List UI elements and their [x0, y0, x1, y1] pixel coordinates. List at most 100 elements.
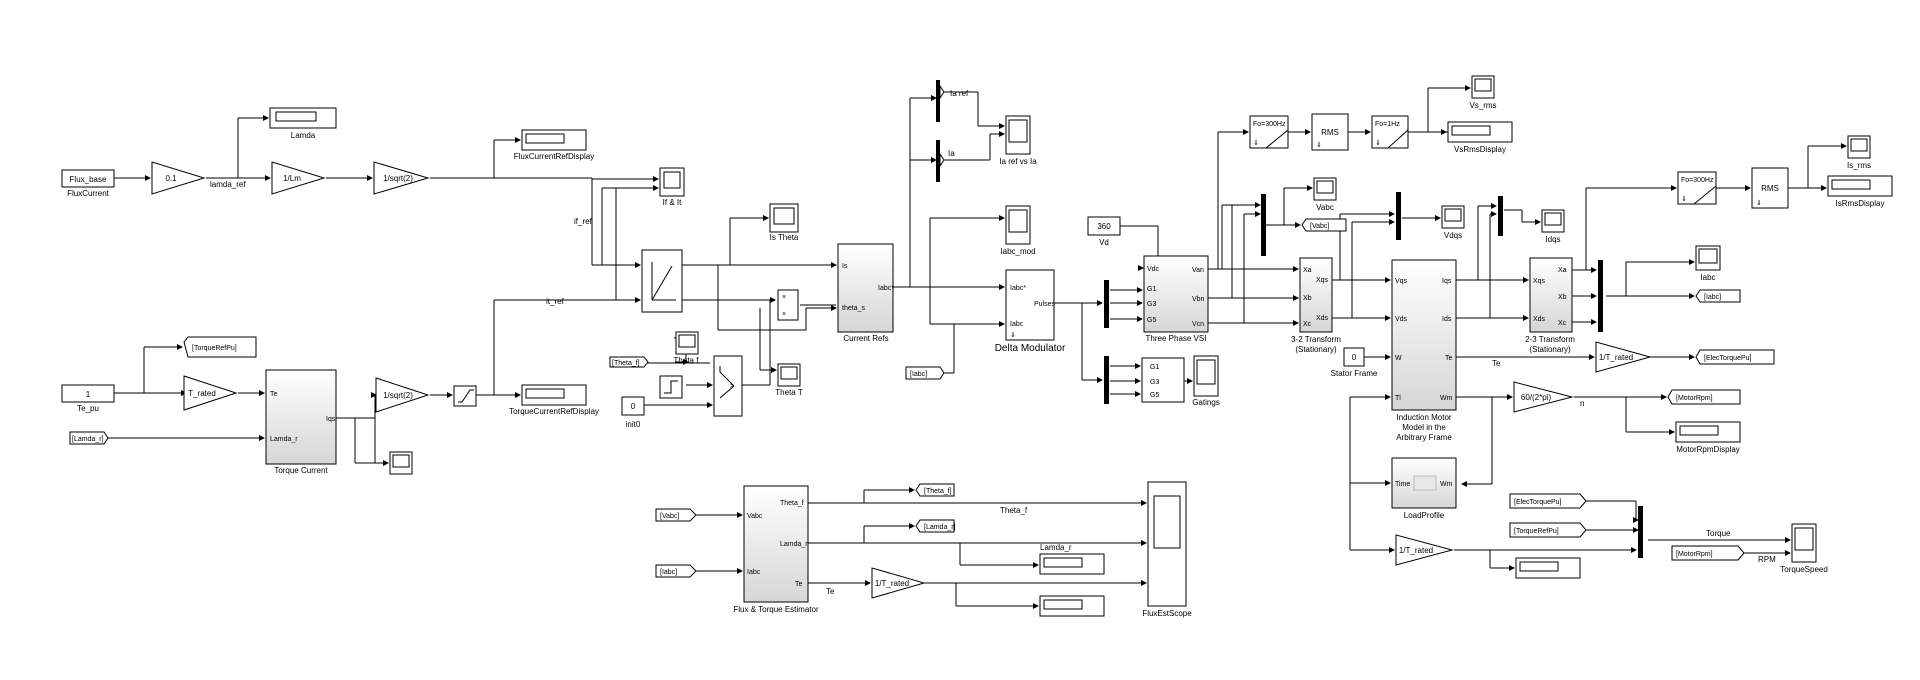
delta-modulator-block[interactable]: Iabc* Iabc Pulses ⇓: [1005, 269, 1056, 341]
transform-3-2-label-2: (Stationary): [1295, 345, 1337, 354]
ia-ref-signal-label: Ia ref: [950, 89, 969, 98]
torque-current-subsystem[interactable]: Te Lamda_r Iqs: [265, 369, 337, 465]
if-it-scope[interactable]: [659, 167, 685, 197]
lamda-r-from[interactable]: [Lamda_r]: [69, 431, 109, 445]
iabc-mod-scope[interactable]: [1005, 205, 1031, 245]
iabc-goto[interactable]: [Iabc]: [1695, 289, 1741, 303]
lamda-r-goto[interactable]: [Lamda_r]: [915, 519, 956, 533]
vabc-goto[interactable]: [Vabc]: [1301, 218, 1347, 232]
gain-1-t-rated-tl-value: 1/T_rated: [1399, 546, 1433, 555]
vs-rms-display[interactable]: [1447, 121, 1513, 143]
elec-torque-pu-goto[interactable]: [ElecTorquePu]: [1695, 349, 1775, 365]
rpm-signal-label: RPM: [1758, 555, 1776, 564]
te-pu-constant[interactable]: 1: [61, 384, 115, 403]
iabc-scope[interactable]: [1695, 245, 1721, 271]
elec-torque-pu-from[interactable]: [ElecTorquePu]: [1509, 493, 1587, 509]
torque-mux: [1638, 506, 1643, 558]
gain-1-sqrt2-torque[interactable]: 1/sqrt(2): [375, 377, 430, 413]
motor-rpm-display[interactable]: [1675, 421, 1741, 443]
torque-current-ref-display[interactable]: [521, 384, 587, 406]
theta-f-from[interactable]: [Theta_f]: [609, 356, 649, 368]
transform-3-2-subsystem[interactable]: Xa Xb Xc Xqs Xds: [1299, 257, 1333, 333]
est-lamda-r-port: Lamda_r: [780, 541, 808, 548]
filter-300hz-voltage[interactable]: Fo=300Hz ⇓: [1249, 115, 1289, 149]
cartesian-to-polar-block[interactable]: [641, 249, 683, 313]
three-phase-vsi-subsystem[interactable]: Vdc G1 G3 G5 Van Vbn Vcn: [1143, 255, 1209, 333]
lamda-r-display[interactable]: [1039, 553, 1105, 575]
theta-t-scope[interactable]: [777, 363, 801, 387]
gain-1-sqrt2-flux[interactable]: 1/sqrt(2): [373, 161, 430, 195]
torque-ref-pu-from[interactable]: [TorqueRefPu]: [1509, 522, 1587, 538]
is-theta-scope[interactable]: [769, 203, 799, 233]
flux-torque-estimator-subsystem[interactable]: Vabc Iabc Theta_f Lamda_r Te: [743, 485, 809, 603]
vd-constant[interactable]: 360: [1087, 216, 1121, 236]
motor-rpm-from[interactable]: [MotorRpm]: [1671, 545, 1745, 561]
load-profile-block[interactable]: Time Wm: [1391, 457, 1457, 509]
gatings-scope[interactable]: [1193, 355, 1219, 397]
gain-1-t-rated-est[interactable]: 1/T_rated: [871, 567, 926, 599]
vabc-scope[interactable]: [1313, 177, 1337, 201]
filter-1hz-text: Fo=1Hz: [1375, 121, 1400, 128]
iabc-from-1[interactable]: [Iabc]: [905, 366, 945, 380]
gatings-mux-block[interactable]: G1 G3 G5: [1141, 357, 1185, 403]
torque-speed-scope[interactable]: [1791, 523, 1817, 563]
vsi-g5-port: G5: [1147, 317, 1156, 324]
ia-ref-vs-ia-scope[interactable]: [1005, 115, 1031, 155]
gain-0-1[interactable]: 0.1: [151, 161, 206, 195]
gain-1-t-rated-elec[interactable]: 1/T_rated: [1595, 341, 1652, 373]
vdqs-scope[interactable]: [1441, 205, 1465, 229]
lamda-display[interactable]: [269, 107, 337, 129]
rms-current[interactable]: RMS ⇓: [1751, 167, 1789, 209]
induction-motor-subsystem[interactable]: Vqs Vds W Tl Iqs Ids Te Wm: [1391, 259, 1457, 411]
vsi-van-port: Van: [1192, 267, 1204, 274]
vs-rms-scope[interactable]: [1471, 75, 1495, 99]
im-vds-port: Vds: [1395, 316, 1408, 323]
is-rms-display-label: IsRmsDisplay: [1836, 199, 1885, 208]
te-est-display[interactable]: [1039, 595, 1105, 617]
im-w-port: W: [1395, 355, 1402, 362]
iabc-from-2[interactable]: [Iabc]: [655, 564, 697, 578]
product-block[interactable]: × ×: [777, 289, 799, 321]
tl-display[interactable]: [1515, 557, 1581, 579]
is-rms-display[interactable]: [1827, 175, 1893, 197]
t32-xqs-port: Xqs: [1316, 277, 1329, 284]
te-signal-label: Te: [1492, 359, 1501, 368]
t32-xb-port: Xb: [1303, 295, 1312, 302]
current-refs-label: Current Refs: [843, 334, 888, 343]
current-refs-subsystem[interactable]: Is theta_s Iabc*: [837, 243, 894, 333]
rms-voltage[interactable]: RMS ⇓: [1311, 113, 1349, 151]
step-block[interactable]: [659, 375, 683, 399]
gain-1-lm[interactable]: 1/Lm: [271, 161, 326, 195]
gain-60-2pi[interactable]: 60/(2*pi): [1513, 381, 1574, 413]
init0-constant[interactable]: 0: [621, 396, 645, 416]
filter-1hz[interactable]: Fo=1Hz ⇓: [1371, 115, 1409, 149]
is-rms-scope[interactable]: [1847, 135, 1871, 159]
transform-2-3-subsystem[interactable]: Xqs Xds Xa Xb Xc: [1529, 257, 1573, 333]
gain-t-rated[interactable]: T_rated: [183, 375, 238, 411]
gain-sqrt2-torque-value: 1/sqrt(2): [383, 391, 413, 400]
filter-300hz-current[interactable]: Fo=300Hz ⇓: [1677, 171, 1717, 205]
delta-mod-pulses-port: Pulses: [1034, 301, 1056, 308]
vabc-from[interactable]: [Vabc]: [655, 508, 697, 522]
flux-base-constant[interactable]: Flux_base: [61, 169, 115, 188]
vsi-vcn-port: Vcn: [1192, 321, 1204, 328]
torque-current-label: Torque Current: [274, 466, 328, 475]
induction-label-3: Arbitrary Frame: [1396, 433, 1452, 442]
motor-rpm-goto[interactable]: [MotorRpm]: [1667, 389, 1741, 405]
flux-est-scope[interactable]: [1147, 481, 1187, 607]
current-refs-out-port: Iabc*: [878, 285, 894, 292]
theta-f-goto[interactable]: [Theta_f]: [915, 483, 955, 497]
torque-signal-label: Torque: [1706, 529, 1731, 538]
saturation-block[interactable]: [453, 385, 477, 407]
idqs-scope[interactable]: [1541, 209, 1565, 233]
idqs-mux: [1498, 196, 1503, 236]
flux-current-ref-display[interactable]: [521, 129, 587, 151]
theta-f-scope[interactable]: [675, 331, 699, 355]
torque-ref-pu-goto[interactable]: [TorqueRefPu]: [183, 336, 257, 358]
torque-ref-pu-goto-text: [TorqueRefPu]: [192, 345, 237, 352]
gain-1-t-rated-tl[interactable]: 1/T_rated: [1395, 534, 1454, 566]
if-it-label: If & It: [663, 198, 682, 207]
stator-frame-constant[interactable]: 0: [1343, 347, 1365, 367]
switch-block[interactable]: >: [713, 355, 743, 417]
iqs-scope[interactable]: [389, 451, 413, 475]
